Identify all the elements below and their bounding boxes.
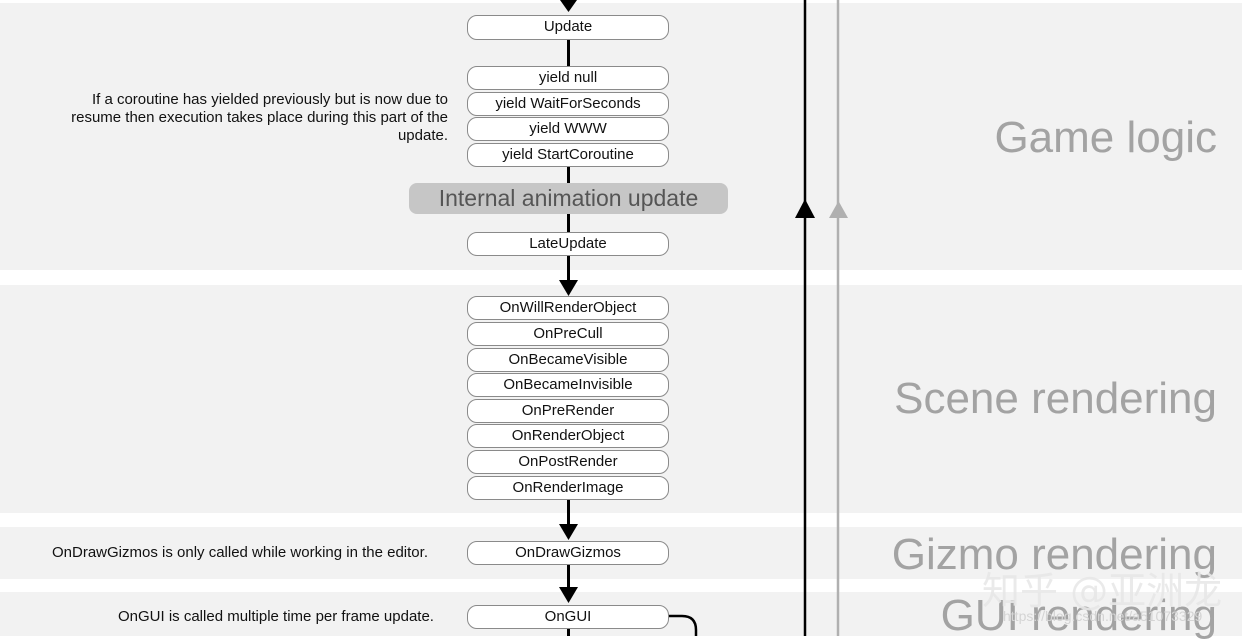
- arrow-into-update: [560, 0, 577, 12]
- node-onbecameinvisible: OnBecameInvisible: [467, 373, 669, 397]
- section-title-scene-rendering: Scene rendering: [894, 374, 1217, 423]
- node-onprecull: OnPreCull: [467, 322, 669, 346]
- node-update: Update: [467, 15, 669, 40]
- zhihu-watermark: 知乎 @亚洲龙: [982, 569, 1223, 613]
- node-lateupdate: LateUpdate: [467, 232, 669, 256]
- node-ondrawgizmos: OnDrawGizmos: [467, 541, 669, 565]
- node-onrenderobject: OnRenderObject: [467, 424, 669, 448]
- section-title-gui-rendering: GUI rendering: [940, 591, 1217, 640]
- ongui-loop-curve: [669, 614, 698, 636]
- arrow-into-scene: [559, 280, 578, 296]
- node-ongui: OnGUI: [467, 605, 669, 629]
- frame-loop-arrow-black: [795, 199, 815, 218]
- section-title-game-logic: Game logic: [994, 113, 1217, 162]
- gizmos-note: OnDrawGizmos is only called while workin…: [52, 544, 428, 561]
- node-yield-www: yield WWW: [467, 117, 669, 141]
- node-yield-null: yield null: [467, 66, 669, 90]
- node-yield-waitforseconds: yield WaitForSeconds: [467, 92, 669, 116]
- arrow-into-gui: [559, 587, 578, 603]
- gui-note: OnGUI is called multiple time per frame …: [118, 608, 434, 625]
- arrow-into-gizmo: [559, 524, 578, 540]
- frame-loop-arrow-gray: [829, 201, 848, 218]
- node-onpostrender: OnPostRender: [467, 450, 669, 474]
- csdn-watermark-url: https://blog.csdn.net/a51073329: [1003, 608, 1203, 624]
- node-onrenderimage: OnRenderImage: [467, 476, 669, 500]
- node-onbecamevisible: OnBecameVisible: [467, 348, 669, 372]
- section-title-gizmo-rendering: Gizmo rendering: [891, 530, 1217, 579]
- node-onprerender: OnPreRender: [467, 399, 669, 423]
- node-yield-startcoroutine: yield StartCoroutine: [467, 143, 669, 167]
- node-onwillrenderobject: OnWillRenderObject: [467, 296, 669, 320]
- internal-animation-update: Internal animation update: [409, 183, 728, 214]
- coroutine-note: If a coroutine has yielded previously bu…: [71, 91, 448, 144]
